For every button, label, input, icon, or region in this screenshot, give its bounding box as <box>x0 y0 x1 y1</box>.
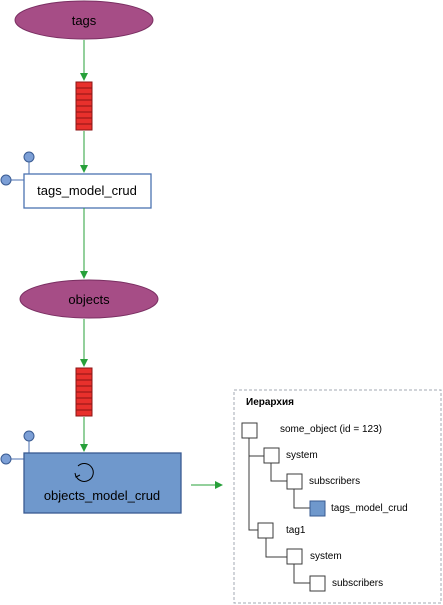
tree-node[interactable]: tag1 <box>257 522 306 539</box>
objects-queue[interactable] <box>75 367 93 417</box>
objects-topic-label: objects <box>68 292 110 307</box>
tree-node[interactable]: subscribers <box>309 575 383 592</box>
tree-node-label: system <box>286 450 318 461</box>
tree-node-label: subscribers <box>309 476 360 487</box>
tags-service-label: tags_model_crud <box>37 183 137 198</box>
hierarchy-panel: Иерархия some_object (id = 123) system s… <box>233 389 442 604</box>
tree-node-label: subscribers <box>332 578 383 589</box>
tags-service[interactable]: tags_model_crud <box>23 173 152 209</box>
tree-node-label: tags_model_crud <box>331 503 408 514</box>
objects-service-connectors <box>0 430 35 465</box>
tree-node[interactable]: system <box>263 447 318 464</box>
port-connector-icon <box>0 453 12 465</box>
tags-service-connectors <box>0 151 35 186</box>
tree-lines <box>248 438 310 584</box>
port-connector-icon <box>23 430 35 442</box>
tags-queue[interactable] <box>75 81 93 131</box>
tree-node-label: tag1 <box>286 525 306 536</box>
objects-service-label: objects_model_crud <box>44 488 160 503</box>
port-connector-icon <box>23 151 35 163</box>
tags-topic-label: tags <box>72 13 97 28</box>
objects-service[interactable]: objects_model_crud <box>23 452 182 514</box>
tags-topic[interactable]: tags <box>14 0 154 40</box>
tree-node-selected[interactable]: tags_model_crud <box>309 500 408 517</box>
tree-node[interactable]: system <box>286 548 342 565</box>
objects-topic[interactable]: objects <box>19 279 159 319</box>
hierarchy-title: Иерархия <box>246 397 294 408</box>
tree-node-label: some_object (id = 123) <box>280 424 382 435</box>
tree-node[interactable]: some_object (id = 123) <box>241 422 382 439</box>
tree-node[interactable]: subscribers <box>286 473 360 490</box>
tree-node-label: system <box>310 551 342 562</box>
process-cycle-icon <box>74 462 94 482</box>
port-connector-icon <box>0 174 12 186</box>
